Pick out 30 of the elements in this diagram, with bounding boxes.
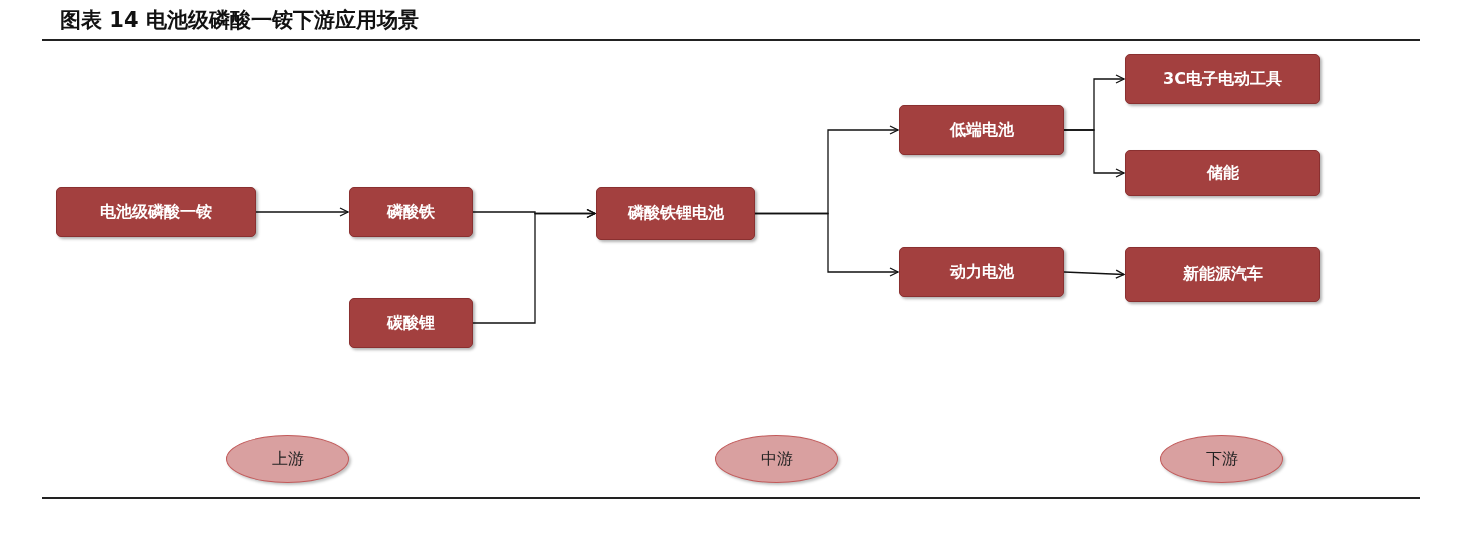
node-label: 磷酸铁 [387,201,435,223]
arrow [754,212,899,277]
process-box [899,247,1064,297]
process-box [1125,54,1320,104]
process-box [349,298,473,348]
node-label: 碳酸锂 [387,312,435,334]
process-box [349,187,473,237]
node-label: 上游 [271,448,304,470]
arrow [255,207,349,217]
figure-title: 图表 14 电池级磷酸一铵下游应用场景 [60,7,419,34]
node-label: 3C电子电动工具 [1163,68,1282,90]
stage-ellipse [1160,435,1283,483]
arrow [472,208,596,324]
node-label: 储能 [1206,162,1239,184]
node-label: 低端电池 [949,119,1014,141]
process-box [56,187,256,237]
node-label: 中游 [760,448,793,470]
node-label: 下游 [1205,448,1238,470]
node-label: 新能源汽车 [1182,264,1263,285]
stage-ellipse [226,435,349,483]
process-box [1125,150,1320,196]
process-box [596,187,755,240]
process-box [1125,247,1320,302]
stage-ellipse [715,435,838,483]
node-label: 动力电池 [949,261,1014,283]
process-box [899,105,1064,155]
node-label: 磷酸铁锂电池 [627,203,724,224]
node-label: 电池级磷酸一铵 [100,201,212,223]
arrow [1063,129,1125,178]
arrow [1063,269,1125,279]
